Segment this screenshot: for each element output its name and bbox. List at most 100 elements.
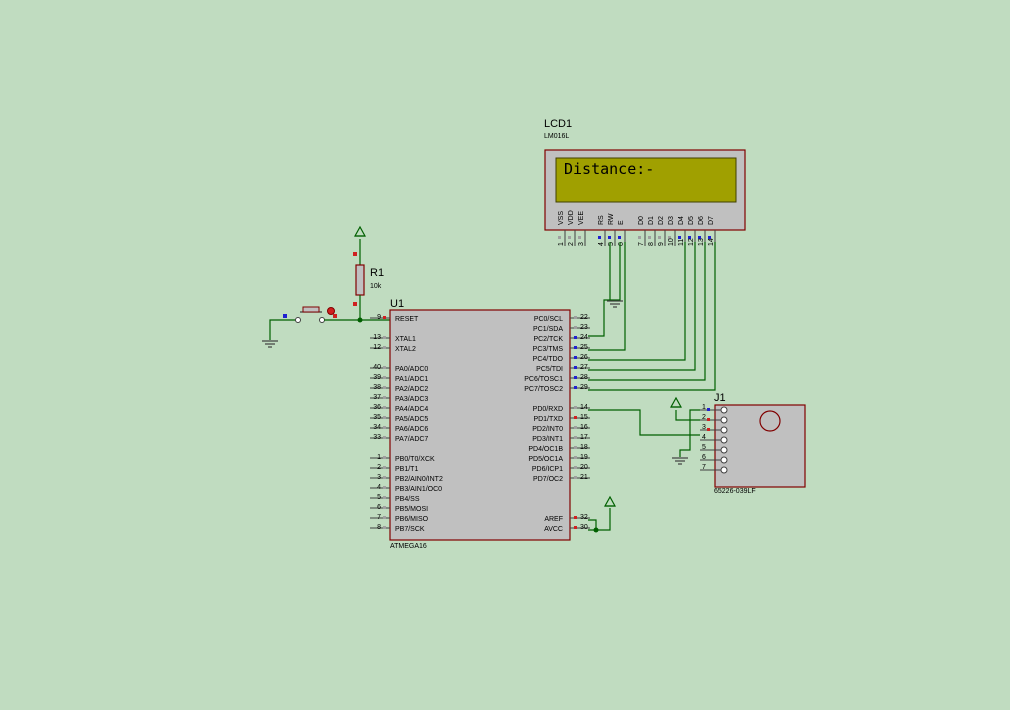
lcd-ref-label: LCD1 xyxy=(544,118,572,130)
j1-ref-label: J1 xyxy=(714,392,726,404)
lcd-component[interactable]: LCD1 LM016L Distance:- VSS1VDD2VEE3RS4RW… xyxy=(544,118,746,246)
wire-d7-pc7 xyxy=(588,242,716,391)
mcu-left-pin-number: 38 xyxy=(373,384,381,391)
mcu-right-pin-number: 16 xyxy=(580,424,588,431)
mcu-left-pin-number: 3 xyxy=(377,474,381,481)
aref-avcc-wire xyxy=(588,519,597,531)
j1-pin-socket xyxy=(720,406,728,414)
mcu-left-pin-marker xyxy=(383,346,386,349)
mcu-right-pin-number: 26 xyxy=(580,354,588,361)
lcd-pin-name: VSS xyxy=(558,211,565,225)
mcu-right-pin-number: 23 xyxy=(580,324,588,331)
mcu-right-pin-marker xyxy=(574,406,577,409)
mcu-right-pin-marker xyxy=(574,386,577,389)
mcu-left-pin-marker xyxy=(383,386,386,389)
mcu-right-pin-number: 17 xyxy=(580,434,588,441)
mcu-left-pin-number: 12 xyxy=(373,344,381,351)
mcu-right-pin-name: PD0/RXD xyxy=(533,406,563,413)
ground-icon xyxy=(607,300,623,308)
mcu-right-pin-name: PC5/TDI xyxy=(536,366,563,373)
lcd-pin-number: 12 xyxy=(688,238,695,246)
mcu-left-pin-name: PA7/ADC7 xyxy=(395,436,428,443)
lcd-pin-name: D7 xyxy=(708,216,715,225)
mcu-right-pin-number: 18 xyxy=(580,444,588,451)
mcu-right-pin-name: PD1/TXD xyxy=(533,416,563,423)
reset-button[interactable] xyxy=(262,306,390,348)
mcu-right-pin-number: 30 xyxy=(580,524,588,531)
mcu-right-pin-number: 28 xyxy=(580,374,588,381)
mcu-left-pin-number: 36 xyxy=(373,404,381,411)
avcc-power-terminal xyxy=(603,495,617,507)
mcu-left-pin-number: 1 xyxy=(377,454,381,461)
mcu-right-pin-name: PD4/OC1B xyxy=(528,446,563,453)
resistor-r1[interactable]: R1 10k xyxy=(353,225,384,320)
lcd-pin-number: 14 xyxy=(708,238,715,246)
mcu-right-pin-marker xyxy=(574,416,577,419)
mcu-right-pin-number: 27 xyxy=(580,364,588,371)
mcu-left-pin-number: 8 xyxy=(377,524,381,531)
mcu-right-pin-name: PD5/OC1A xyxy=(528,456,563,463)
j1-pin-marker xyxy=(707,418,710,421)
mcu-right-pin-name: AVCC xyxy=(544,526,563,533)
mcu-right-pin-name: PC2/TCK xyxy=(533,336,563,343)
mcu-left-pin-marker xyxy=(383,376,386,379)
mcu-left-pin-marker xyxy=(383,506,386,509)
lcd-pin-number: 11 xyxy=(678,239,685,246)
mcu-left-pin-marker xyxy=(383,466,386,469)
j1-mount-circle xyxy=(759,410,781,432)
lcd-pin-number: 2 xyxy=(568,242,575,246)
mcu-left-pin-number: 5 xyxy=(377,494,381,501)
mcu-left-pin-name: RESET xyxy=(395,316,419,323)
r1-pin-bottom xyxy=(353,302,357,306)
mcu-right-pin-name: PC6/TOSC1 xyxy=(524,376,563,383)
lcd-pin-marker xyxy=(648,236,651,239)
mcu-right-pin-marker xyxy=(574,376,577,379)
lcd-pin-marker xyxy=(678,236,681,239)
j1-pin-marker xyxy=(707,428,710,431)
j1-power-ground xyxy=(669,396,700,465)
wire-d6-pc6 xyxy=(588,242,706,381)
mcu-left-pin-name: PB7/SCK xyxy=(395,526,425,533)
mcu-right-pin-name: AREF xyxy=(544,516,563,523)
lcd-display-text: Distance:- xyxy=(564,160,654,178)
j1-pin-socket xyxy=(720,426,728,434)
mcu-left-pin-number: 33 xyxy=(373,434,381,441)
j1-pin-number: 7 xyxy=(702,464,706,471)
avcc-power-net xyxy=(588,495,617,533)
lcd-pin-name: D0 xyxy=(638,216,645,225)
mcu-left-pin-name: XTAL1 xyxy=(395,336,416,343)
j1-pin-socket xyxy=(720,436,728,444)
lcd-pin-group: VSS1VDD2VEE3RS4RW5E6D07D18D29D310D411D51… xyxy=(558,210,716,246)
mcu-right-pin-name: PD3/INT1 xyxy=(532,436,563,443)
mcu-left-pin-number: 35 xyxy=(373,414,381,421)
mcu-right-pin-marker xyxy=(574,466,577,469)
mcu-left-pin-name: XTAL2 xyxy=(395,346,416,353)
wire-e-pc3 xyxy=(588,242,626,351)
mcu-left-pin-name: PA3/ADC3 xyxy=(395,396,428,403)
lcd-pin-marker xyxy=(558,236,561,239)
j1-pin-socket xyxy=(720,416,728,424)
mcu-left-pin-name: PA1/ADC1 xyxy=(395,376,428,383)
lcd-pin-marker xyxy=(608,236,611,239)
mcu-right-pin-number: 21 xyxy=(580,474,588,481)
button-pin-right xyxy=(333,314,337,318)
lcd-pin-marker xyxy=(708,236,711,239)
mcu-left-pin-marker xyxy=(383,526,386,529)
mcu-left-pin-number: 4 xyxy=(377,484,381,491)
mcu-right-pin-name: PC3/TMS xyxy=(533,346,564,353)
wire-rw-gnd xyxy=(610,242,621,301)
mcu-left-pin-number: 2 xyxy=(377,464,381,471)
mcu-right-pin-number: 14 xyxy=(580,404,588,411)
mcu-right-pin-marker xyxy=(574,456,577,459)
mcu-right-pin-marker xyxy=(574,476,577,479)
lcd-pin-name: D1 xyxy=(648,216,655,225)
mcu-right-pin-number: 24 xyxy=(580,334,588,341)
mcu-right-pin-name: PC4/TDO xyxy=(533,356,564,363)
mcu-body xyxy=(389,309,571,541)
wire-d4-pc4 xyxy=(588,242,686,361)
mcu-left-pin-marker xyxy=(383,316,386,319)
j1-pin-number: 5 xyxy=(702,444,706,451)
